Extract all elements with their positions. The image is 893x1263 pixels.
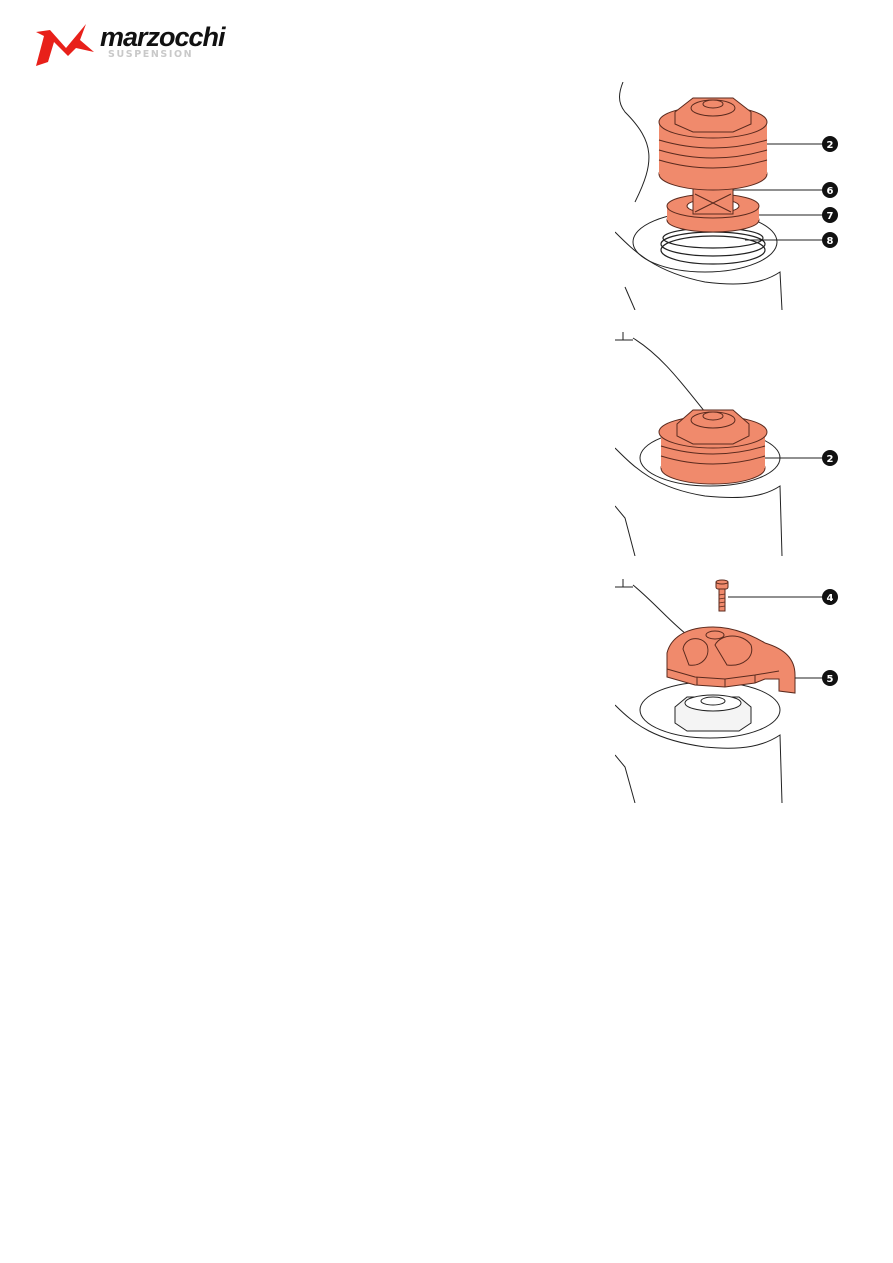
callout-4: 4 — [822, 589, 838, 605]
callout-8: 8 — [822, 232, 838, 248]
figure-cap-assembly-exploded: 2 6 7 8 — [615, 82, 850, 310]
svg-text:2: 2 — [827, 454, 834, 465]
figure-cap-installed: 2 — [615, 328, 850, 556]
knob-exploded-diagram: 4 5 — [615, 579, 838, 803]
svg-text:4: 4 — [827, 593, 834, 604]
logo-wordmark: marzocchi — [100, 22, 226, 52]
callout-7: 7 — [822, 207, 838, 223]
svg-text:8: 8 — [827, 236, 834, 247]
svg-text:2: 2 — [827, 140, 834, 151]
callout-5: 5 — [822, 670, 838, 686]
callout-2: 2 — [822, 450, 838, 466]
brand-logo: marzocchi SUSPENSION — [32, 22, 232, 68]
callout-6: 6 — [822, 182, 838, 198]
marzocchi-m-mark-icon — [36, 24, 94, 66]
cap-assembly-diagram: 2 6 7 8 — [615, 82, 838, 310]
cap-installed-diagram: 2 — [615, 332, 838, 556]
callout-2: 2 — [822, 136, 838, 152]
svg-text:6: 6 — [827, 186, 834, 197]
figure-knob-exploded: 4 5 — [615, 575, 850, 803]
svg-text:5: 5 — [827, 674, 834, 685]
logo-subtitle: SUSPENSION — [108, 49, 194, 60]
svg-text:7: 7 — [827, 211, 834, 222]
